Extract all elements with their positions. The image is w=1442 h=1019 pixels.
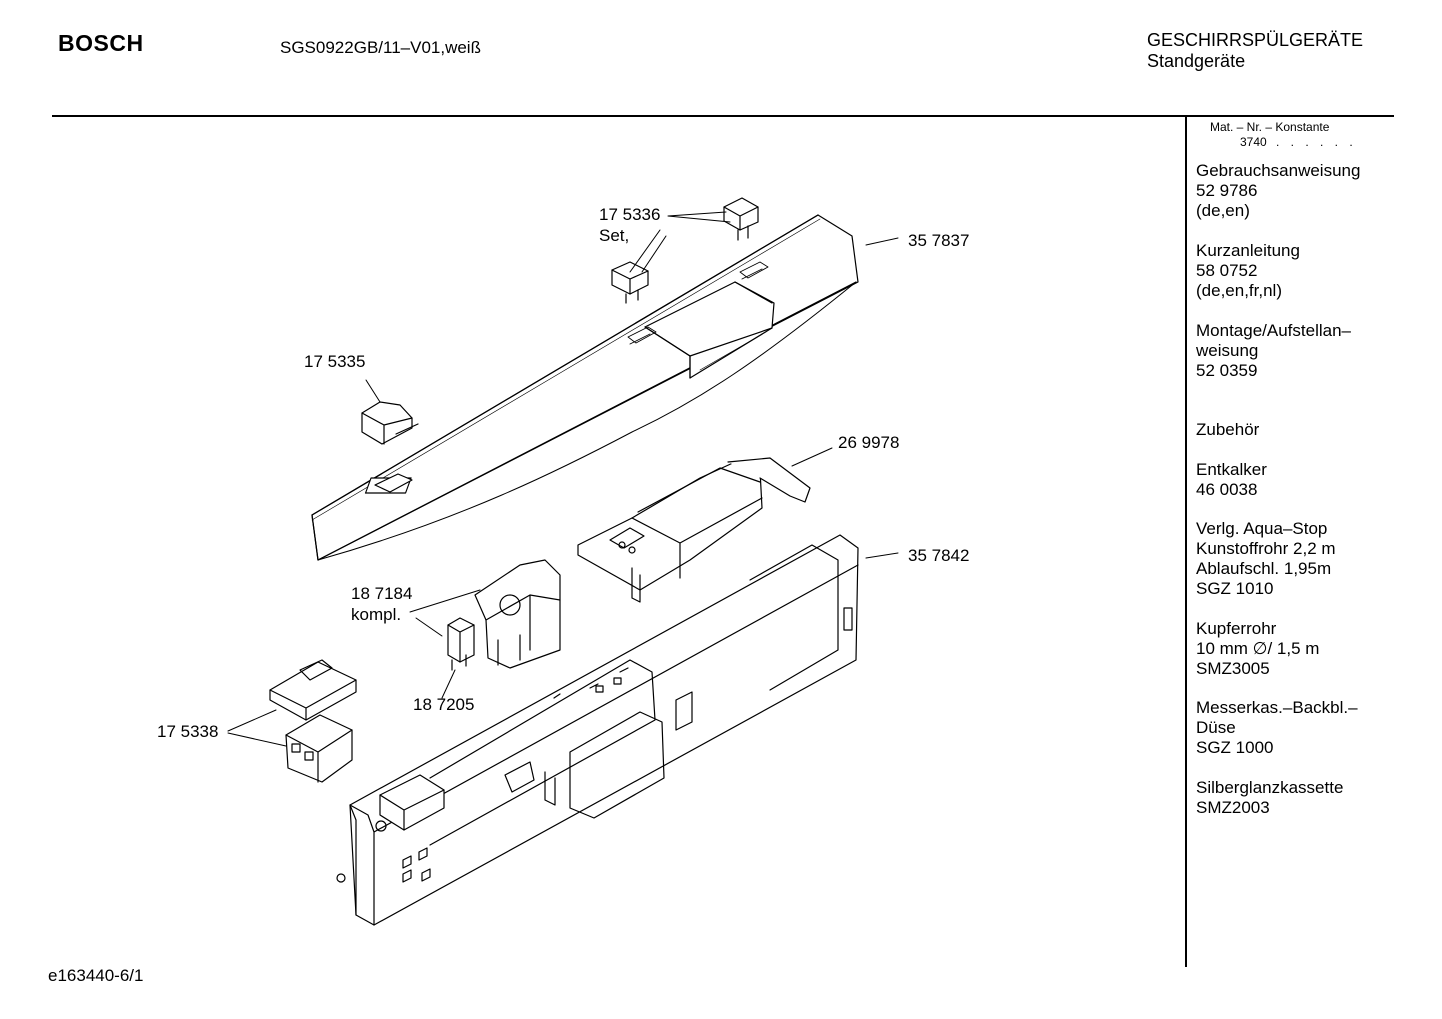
callout-187184-kompl: kompl. [351, 605, 402, 624]
konstante-label: Mat. – Nr. – Konstante [1210, 120, 1330, 134]
sidebar-line: Zubehör [1196, 420, 1260, 439]
sidebar-line: 58 0752 [1196, 261, 1258, 280]
callout-175336-set: Set, [599, 226, 630, 245]
callout-187205: 18 7205 [413, 695, 475, 714]
sidebar-line: Messerkas.–Backbl.– [1196, 698, 1358, 717]
relay [447, 617, 475, 671]
drawing-code: e163440-6/1 [48, 966, 144, 985]
power-module-housing [336, 534, 859, 926]
sidebar-block-montage: Montage/Aufstellan– weisung 52 0359 [1196, 321, 1351, 381]
callout-175338: 17 5338 [157, 722, 219, 741]
sidebar-line: 46 0038 [1196, 480, 1258, 499]
sidebar-line: SGZ 1000 [1196, 738, 1274, 757]
sidebar-block-entkalker: Entkalker 46 0038 [1196, 460, 1267, 500]
control-panel-fascia [311, 214, 859, 561]
sidebar-block-kurzanleitung: Kurzanleitung 58 0752 (de,en,fr,nl) [1196, 241, 1300, 301]
brand-logo: BOSCH [58, 30, 144, 56]
sidebar-line: Düse [1196, 718, 1236, 737]
sidebar-block-silberglanz: Silberglanzkassette SMZ2003 [1196, 778, 1343, 818]
sidebar-line: Entkalker [1196, 460, 1267, 479]
sidebar-line: 52 9786 [1196, 181, 1258, 200]
door-switch-assembly [474, 559, 561, 669]
sidebar-block-messerkasten: Messerkas.–Backbl.– Düse SGZ 1000 [1196, 698, 1358, 758]
sidebar-line: (de,en,fr,nl) [1196, 281, 1282, 300]
electronic-module [577, 457, 811, 603]
callout-357842: 35 7842 [908, 546, 970, 565]
sidebar-block-kupferrohr: Kupferrohr 10 mm ∅/ 1,5 m SMZ3005 [1196, 619, 1319, 679]
program-button [361, 401, 419, 445]
sidebar-line: Montage/Aufstellan– [1196, 321, 1351, 340]
konstante-dots: . . . . . . [1276, 135, 1357, 149]
sidebar-line: 10 mm ∅/ 1,5 m [1196, 639, 1320, 658]
sidebar-block-gebrauchsanweisung: Gebrauchsanweisung 52 9786 (de,en) [1196, 161, 1360, 221]
selector-switch [269, 659, 357, 783]
sidebar-line: Kurzanleitung [1196, 241, 1300, 260]
callout-269978: 26 9978 [838, 433, 900, 452]
sidebar-block-aqua-stop: Verlg. Aqua–Stop Kunstoffrohr 2,2 m Abla… [1196, 519, 1336, 599]
sidebar-line: Ablaufschl. 1,95m [1196, 559, 1332, 578]
category-subtitle: Standgeräte [1147, 51, 1246, 71]
sidebar-line: weisung [1196, 341, 1259, 360]
leader-lines [227, 211, 899, 747]
callout-175335: 17 5335 [304, 352, 366, 371]
sidebar-line: SMZ2003 [1196, 798, 1270, 817]
callout-175336: 17 5336 [599, 205, 661, 224]
callout-357837: 35 7837 [908, 231, 970, 250]
category-title: GESCHIRRSPÜLGERÄTE [1147, 30, 1364, 50]
sidebar-line: SMZ3005 [1196, 659, 1270, 678]
sidebar-line: SGZ 1010 [1196, 579, 1274, 598]
sidebar-line: Gebrauchsanweisung [1196, 161, 1361, 180]
exploded-parts-drawing [227, 197, 899, 926]
header-rule [52, 115, 1394, 117]
sidebar-divider [1185, 117, 1187, 967]
sidebar-line: 52 0359 [1196, 361, 1258, 380]
sidebar-block-zubehoer: Zubehör [1196, 420, 1259, 440]
sidebar-line: Kupferrohr [1196, 619, 1277, 638]
konstante-value: 3740 [1240, 135, 1267, 149]
callout-187184: 18 7184 [351, 584, 413, 603]
sidebar-line: (de,en) [1196, 201, 1250, 220]
sidebar-line: Silberglanzkassette [1196, 778, 1344, 797]
button-set [611, 197, 759, 304]
model-number: SGS0922GB/11–V01,weiß [280, 38, 481, 57]
sidebar-line: Kunstoffrohr 2,2 m [1196, 539, 1336, 558]
sidebar-line: Verlg. Aqua–Stop [1196, 519, 1328, 538]
